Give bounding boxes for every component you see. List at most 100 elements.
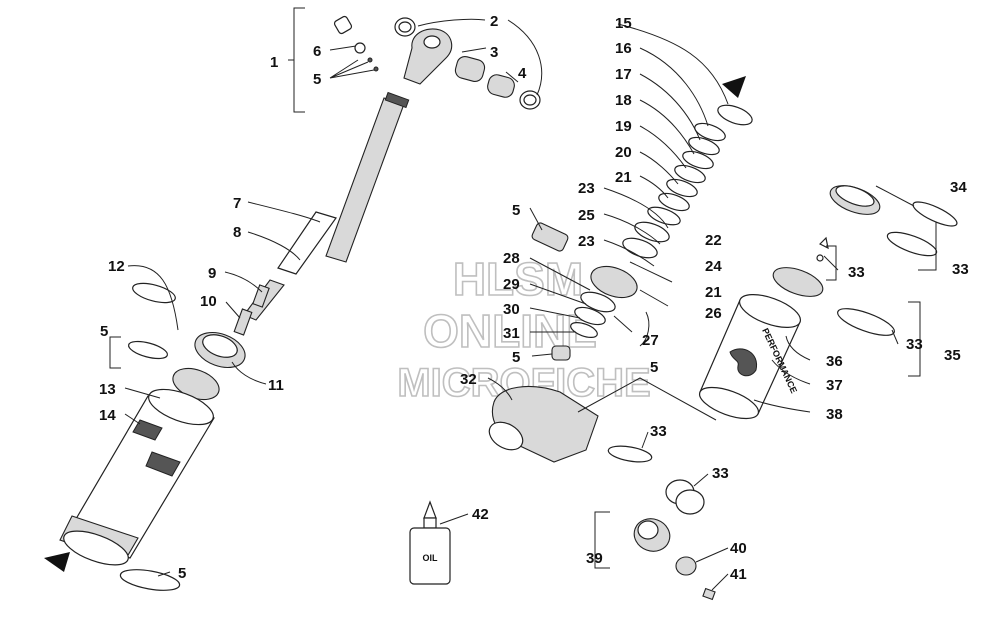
callout-29: 29 — [503, 276, 520, 293]
bracket-1 — [293, 7, 305, 113]
oring-5-left — [127, 340, 169, 360]
callout-5-left: 5 — [100, 323, 108, 340]
lower-eye-bore — [488, 421, 524, 451]
shim-16 — [694, 122, 726, 142]
callout-5-center: 5 — [512, 349, 520, 366]
callout-13: 13 — [99, 381, 116, 398]
callout-41: 41 — [730, 566, 747, 583]
lower-eye-assembly — [488, 377, 717, 463]
shim-18 — [682, 150, 714, 170]
small-ball-2 — [373, 66, 379, 72]
grease-fitting — [333, 15, 353, 35]
small-oring — [354, 42, 366, 54]
callout-4: 4 — [518, 65, 527, 82]
leader-lines — [124, 23, 915, 591]
shim-17 — [688, 136, 720, 156]
oring-5-bottom — [119, 569, 181, 591]
shim-19 — [674, 164, 706, 184]
callout-38: 38 — [826, 406, 843, 423]
circlip-12 — [132, 282, 176, 304]
oil-bottle: OIL — [409, 500, 451, 585]
callout-11: 11 — [268, 377, 284, 394]
reservoir-top — [739, 293, 801, 329]
bushing-4 — [487, 74, 515, 98]
callout-37: 37 — [826, 377, 843, 394]
lower-shock-body — [44, 282, 246, 591]
callout-35: 35 — [944, 347, 961, 364]
arrow-left — [44, 552, 70, 572]
oring-33-top — [886, 231, 938, 257]
callout-40: 40 — [730, 540, 747, 557]
callout-24: 24 — [705, 258, 722, 275]
callout-21-bottom: 21 — [705, 284, 722, 301]
callout-33-adjuster: 33 — [712, 465, 729, 482]
callout-21-top: 21 — [615, 169, 632, 186]
seal-ring-bottom-inner — [523, 94, 537, 106]
bushing-3 — [454, 55, 486, 83]
body-label-a — [132, 419, 163, 441]
callout-5-center-top: 5 — [512, 202, 520, 219]
leader-2a — [417, 18, 486, 27]
bracket-5-left — [109, 336, 121, 369]
piston-26 — [590, 265, 638, 299]
callout-6: 6 — [313, 43, 321, 60]
callout-25: 25 — [578, 207, 595, 224]
callout-20: 20 — [615, 144, 632, 161]
shim-21 — [658, 192, 690, 212]
watermark-line1: HLSM — [453, 253, 583, 305]
callout-27: 27 — [642, 332, 659, 349]
callout-1: 1 — [270, 54, 278, 71]
small-ball — [367, 57, 373, 63]
valve-stack — [531, 76, 753, 361]
callout-33-right: 33 — [906, 336, 923, 353]
adjuster-assembly — [594, 479, 716, 601]
nut-5-center — [551, 345, 571, 361]
reservoir-logo — [729, 348, 758, 377]
valve-core-ball — [816, 254, 824, 262]
callout-5-bottom: 5 — [178, 565, 186, 582]
oring-33-lower — [607, 445, 653, 463]
callout-18: 18 — [615, 92, 632, 109]
seal-5-center — [531, 222, 569, 252]
callout-19: 19 — [615, 118, 632, 135]
shaft-assembly — [233, 91, 410, 336]
upper-eye-bore — [423, 35, 441, 49]
callout-33-lower: 33 — [650, 423, 667, 440]
shock-body-bottom — [63, 530, 129, 566]
piston-reservoir — [772, 267, 824, 297]
callout-10: 10 — [200, 293, 217, 310]
callout-34: 34 — [950, 179, 967, 196]
callout-2: 2 — [490, 13, 498, 30]
callout-33-mid: 33 — [848, 264, 865, 281]
shim-15 — [717, 104, 753, 126]
shaft-lower — [277, 211, 337, 275]
adjuster-39-inner — [637, 520, 659, 540]
shim-30 — [574, 306, 606, 326]
callout-3: 3 — [490, 44, 498, 61]
bracket-39 — [594, 511, 610, 569]
callout-14: 14 — [99, 407, 116, 424]
oil-bottle-tip — [423, 500, 437, 519]
callout-7: 7 — [233, 195, 241, 212]
callout-22: 22 — [705, 232, 722, 249]
callout-28: 28 — [503, 250, 520, 267]
screw-41 — [702, 587, 716, 601]
callout-30: 30 — [503, 301, 520, 318]
reservoir-cap-top — [835, 185, 875, 207]
bracket-33-mid — [826, 245, 837, 281]
upper-eye-assembly — [288, 7, 543, 113]
circlip-34 — [912, 201, 958, 227]
callout-12: 12 — [108, 258, 125, 275]
shim-24 — [622, 237, 658, 259]
oring-33-right — [837, 308, 895, 336]
callout-9: 9 — [208, 265, 216, 282]
reservoir-bottom — [698, 386, 760, 420]
shim-20 — [666, 178, 698, 198]
callout-8: 8 — [233, 224, 241, 241]
collar-11-inner — [202, 334, 238, 358]
callout-5-top: 5 — [313, 71, 321, 88]
callout-23-a: 23 — [578, 180, 595, 197]
callout-33-top: 33 — [952, 261, 969, 278]
oring-33-b — [675, 489, 705, 515]
